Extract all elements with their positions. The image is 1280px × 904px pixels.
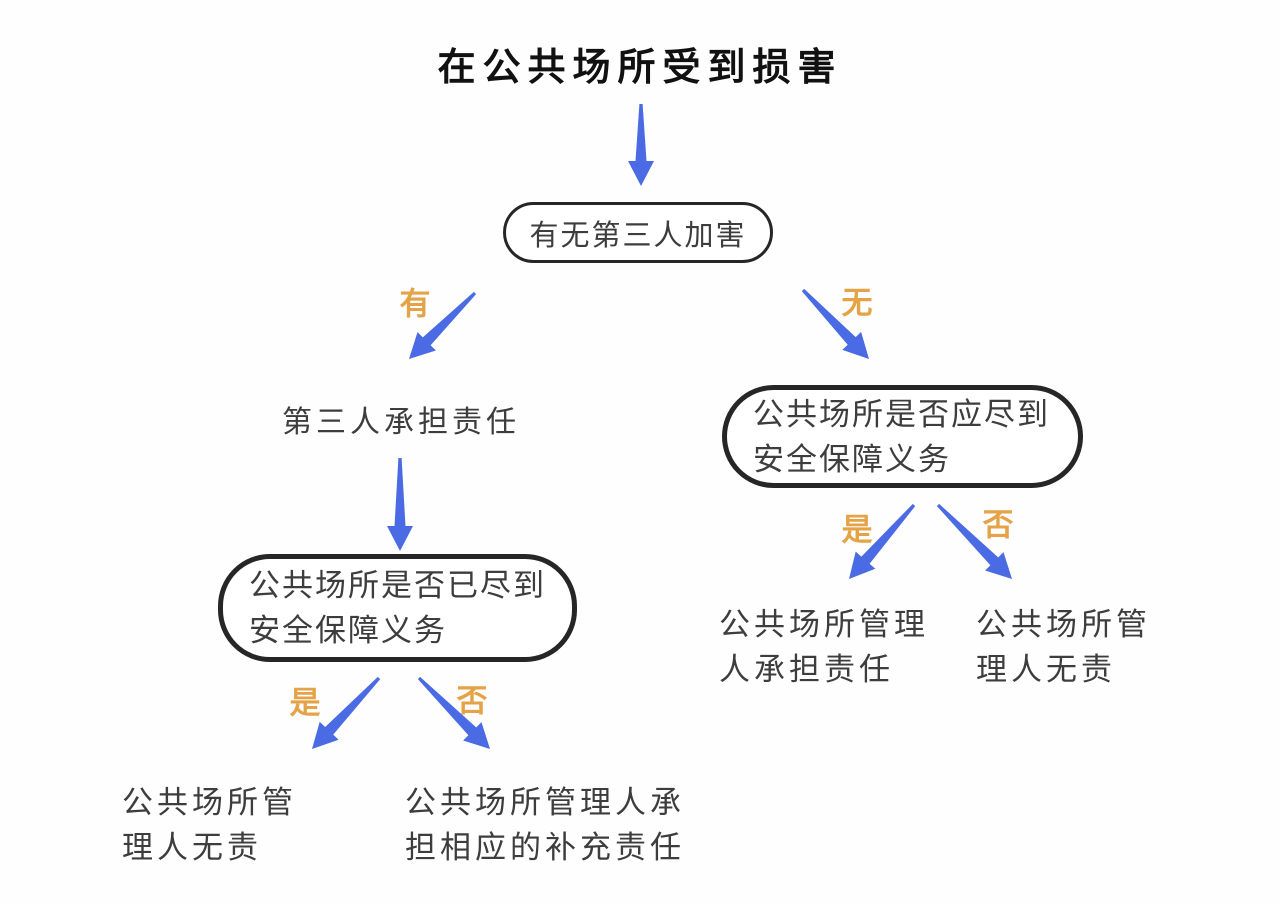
node-root-question: 有无第三人加害 — [503, 202, 773, 263]
left-yes-result-line2: 理人无责 — [122, 830, 262, 865]
arrow-left-q-yes-icon — [312, 676, 381, 749]
edge-label-left-no: 否 — [456, 683, 488, 719]
node-right-question: 公共场所是否应尽到 安全保障义务 — [722, 385, 1083, 488]
node-right-question-line2: 安全保障义务 — [753, 441, 951, 477]
node-left-question-line1: 公共场所是否已尽到 — [249, 568, 546, 603]
node-right-no-result: 公共场所管 理人无责 — [976, 602, 1151, 692]
left-yes-result-line1: 公共场所管 — [122, 785, 297, 820]
right-yes-result-line2: 人承担责任 — [719, 652, 894, 687]
node-right-yes-result: 公共场所管理 人承担责任 — [719, 602, 929, 692]
node-root-question-label: 有无第三人加害 — [529, 219, 747, 252]
left-no-result-line2: 担相应的补充责任 — [405, 830, 685, 865]
right-yes-result-line1: 公共场所管理 — [719, 607, 929, 642]
node-right-question-line1: 公共场所是否应尽到 — [753, 396, 1050, 432]
edge-label-root-yes: 有 — [399, 286, 431, 322]
node-left-no-result: 公共场所管理人承 担相应的补充责任 — [405, 780, 685, 870]
node-left-question-line2: 安全保障义务 — [249, 613, 447, 648]
node-left-yes-result: 公共场所管 理人无责 — [122, 780, 297, 870]
edge-label-left-yes: 是 — [289, 685, 321, 721]
left-no-result-line1: 公共场所管理人承 — [405, 785, 685, 820]
edge-label-right-no: 否 — [982, 507, 1014, 543]
arrow-third-to-left-q-icon — [387, 458, 413, 551]
edge-label-right-yes: 是 — [841, 512, 873, 548]
third-party-result-label: 第三人承担责任 — [282, 406, 520, 439]
flowchart-title: 在公共场所受到损害 — [437, 47, 843, 89]
right-no-result-line2: 理人无责 — [976, 652, 1116, 687]
node-third-party-result: 第三人承担责任 — [282, 400, 520, 445]
arrow-title-to-root-icon — [628, 104, 654, 186]
right-no-result-line1: 公共场所管 — [976, 607, 1151, 642]
node-left-question: 公共场所是否已尽到 安全保障义务 — [218, 554, 577, 662]
edge-label-root-no: 无 — [841, 285, 873, 321]
